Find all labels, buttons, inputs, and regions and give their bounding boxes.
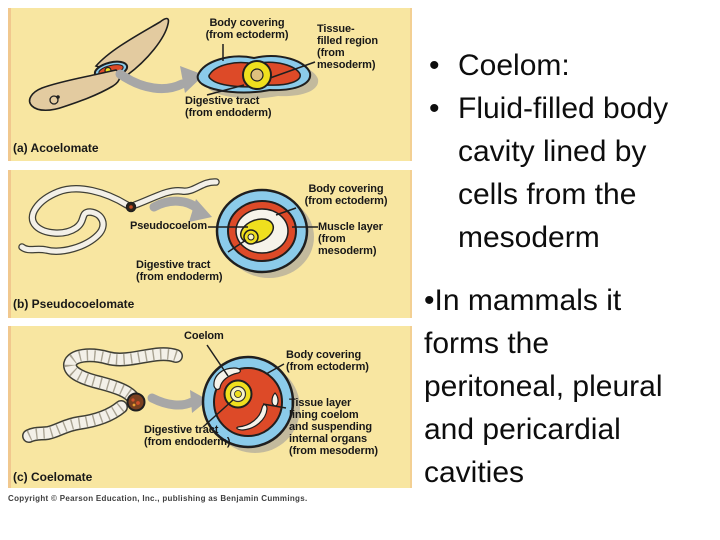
leader-digestive	[206, 84, 245, 96]
bullet-marker: •	[429, 92, 440, 125]
leader-tissue-filled	[269, 61, 316, 79]
label-tissue-filled-region: Tissue- filled region (from mesoderm)	[317, 23, 379, 71]
copyright-text: Copyright © Pearson Education, Inc., pub…	[8, 494, 308, 503]
label-pseudocoelom: Pseudocoelom	[129, 220, 207, 232]
flatworm-illustration	[28, 17, 170, 112]
label-digestive-tract: Digestive tract (from endoderm)	[136, 259, 223, 283]
panel-coelomate: Coelom Body covering (from ectoderm) Tis…	[8, 326, 412, 488]
earthworm-illustration	[22, 347, 183, 443]
bullet-list: • Coelom: • Fluid-filled body cavity lin…	[424, 44, 720, 259]
list-item: • Fluid-filled body cavity lined by cell…	[424, 87, 720, 259]
panel-c-caption: (c) Coelomate	[13, 470, 93, 484]
label-body-covering: Body covering (from ectoderm)	[286, 349, 369, 373]
leader-body-covering	[275, 207, 297, 216]
label-tissue-layer: Tissue layer lining coelom and suspendin…	[289, 397, 378, 457]
magnify-arrow-icon	[147, 390, 208, 413]
leader-digestive	[202, 399, 234, 428]
panel-a-caption: (a) Acoelomate	[13, 141, 99, 155]
magnify-arrow-icon	[149, 196, 212, 222]
label-digestive-tract: Digestive tract (from endoderm)	[144, 424, 231, 448]
acoelomate-diagram-art	[28, 17, 319, 112]
pseudocoelomate-diagram-art	[18, 178, 318, 278]
bullet-marker: •	[429, 49, 440, 82]
leader-digestive	[227, 239, 247, 253]
label-coelom: Coelom	[184, 330, 224, 342]
label-digestive-tract: Digestive tract (from endoderm)	[185, 95, 272, 119]
label-muscle-layer: Muscle layer (from mesoderm)	[318, 221, 383, 257]
acoelomate-cross-section	[196, 55, 319, 99]
panel-b-caption: (b) Pseudocoelomate	[13, 297, 135, 311]
panel-acoelomate: Body covering (from ectoderm) Tissue- fi…	[8, 8, 412, 161]
pseudocoelomate-cross-section	[215, 188, 314, 278]
bullet-text-definition: Fluid-filled body cavity lined by cells …	[458, 92, 669, 254]
leader-coelom	[206, 344, 229, 377]
panel-pseudocoelomate: Pseudocoelom Body covering (from ectoder…	[8, 170, 412, 318]
coelomate-diagram-art	[22, 344, 300, 453]
leader-tissue-layer	[262, 403, 287, 409]
list-item: • Coelom:	[424, 44, 720, 87]
leader-body-covering	[265, 363, 285, 375]
label-body-covering: Body covering (from ectoderm)	[205, 17, 289, 41]
coelomate-cross-section	[201, 355, 300, 453]
label-body-covering: Body covering (from ectoderm)	[304, 183, 388, 207]
bullet-text-coelom: Coelom:	[458, 49, 570, 82]
roundworm-illustration	[18, 178, 220, 255]
mammals-paragraph: •In mammals it forms the peritoneal, ple…	[424, 284, 663, 489]
